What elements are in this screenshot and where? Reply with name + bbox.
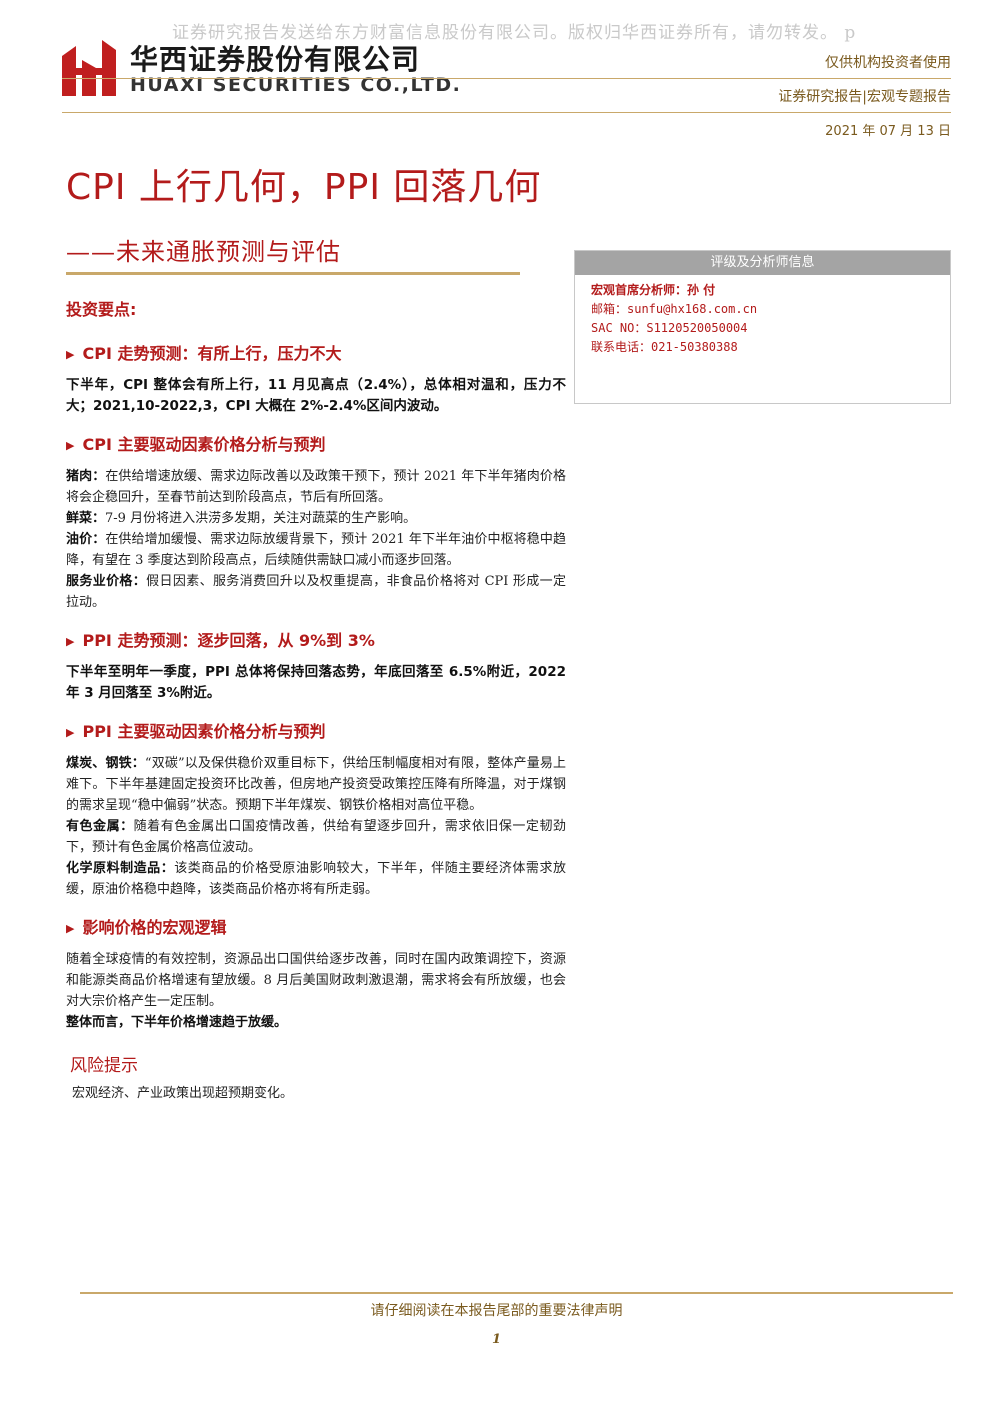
section-heading: ▶影响价格的宏观逻辑 [66,918,227,937]
analyst-phone: 联系电话：021-50380388 [591,340,738,354]
subtitle-underline [66,272,520,275]
header-divider [62,112,951,113]
section-body: 煤炭、钢铁：“双碳”以及保供稳价双重目标下，供给压制幅度相对有限，整体产量易上难… [66,753,566,900]
section-body: 猪肉：在供给增速放缓、需求边际改善以及政策干预下，预计 2021 年下半年猪肉价… [66,466,566,613]
footer-divider [80,1292,953,1294]
page-number: 1 [491,1332,502,1347]
risk-text: 宏观经济、产业政策出现超预期变化。 [72,1086,294,1101]
company-name-cn: 华西证券股份有限公司 [130,43,421,76]
list-item: 煤炭、钢铁：“双碳”以及保供稳价双重目标下，供给压制幅度相对有限，整体产量易上难… [66,756,566,813]
huaxi-logo-icon [62,40,116,96]
section-heading: ▶PPI 主要驱动因素价格分析与预判 [66,722,326,741]
section-summary: 下半年至明年一季度，PPI 总体将保持回落态势，年底回落至 6.5%附近，202… [66,664,566,701]
footer-disclaimer: 请仔细阅读在本报告尾部的重要法律声明 [370,1303,623,1319]
triangle-bullet-icon: ▶ [66,348,75,361]
list-item: 化学原料制造品：该类商品的价格受原油影响较大，下半年，伴随主要经济体需求放缓，原… [66,861,566,897]
triangle-bullet-icon: ▶ [66,635,75,648]
analyst-email[interactable]: 邮箱：sunfu@hx168.com.cn [591,302,758,316]
section-heading: ▶PPI 走势预测：逐步回落，从 9%到 3% [66,631,375,650]
list-item: 猪肉：在供给增速放缓、需求边际改善以及政策干预下，预计 2021 年下半年猪肉价… [66,469,566,505]
analyst-box-header: 评级及分析师信息 [575,251,950,275]
list-item: 服务业价格：假日因素、服务消费回升以及权重提高，非食品价格将对 CPI 形成一定… [66,574,566,610]
key-points-title: 投资要点: [66,300,137,319]
report-date: 2021 年 07 月 13 日 [825,124,951,139]
section-body: 随着全球疫情的有效控制，资源品出口国供给逐步改善，同时在国内政策调控下，资源和能… [66,952,566,1030]
triangle-bullet-icon: ▶ [66,922,75,935]
analyst-sac: SAC NO：S1120520050004 [591,321,748,335]
section-summary: 下半年，CPI 整体会有所上行，11 月见高点（2.4%），总体相对温和，压力不… [66,377,566,414]
list-item: 有色金属：随着有色金属出口国疫情改善，供给有望逐步回升，需求依旧保一定韧劲下，预… [66,819,566,855]
triangle-bullet-icon: ▶ [66,726,75,739]
report-title: CPI 上行几何，PPI 回落几何 [66,167,542,208]
header-divider [62,78,951,79]
section-heading: ▶CPI 主要驱动因素价格分析与预判 [66,435,326,454]
list-item: 油价：在供给增加缓慢、需求边际放缓背景下，预计 2021 年下半年油价中枢将稳中… [66,532,566,568]
risk-title: 风险提示 [70,1056,138,1076]
triangle-bullet-icon: ▶ [66,439,75,452]
analyst-info-box: 评级及分析师信息 宏观首席分析师：孙 付 邮箱：sunfu@hx168.com.… [574,250,951,404]
section-heading: ▶CPI 走势预测：有所上行，压力不大 [66,344,342,363]
company-name-en: HUAXI SECURITIES CO.,LTD. [130,74,462,96]
watermark: 证券研究报告发送给东方财富信息股份有限公司。版权归华西证券所有，请勿转发。 p [172,23,857,43]
report-type: 证券研究报告|宏观专题报告 [778,89,951,105]
section-conclusion: 整体而言，下半年价格增速趋于放缓。 [66,1015,288,1030]
audience-note: 仅供机构投资者使用 [825,55,951,71]
list-item: 鲜菜：7-9 月份将进入洪涝多发期，关注对蔬菜的生产影响。 [66,511,417,526]
report-subtitle: ——未来通胀预测与评估 [66,238,341,266]
analyst-name: 宏观首席分析师：孙 付 [591,283,716,297]
key-points: 投资要点: ▶CPI 走势预测：有所上行，压力不大 下半年，CPI 整体会有所上… [66,296,566,1101]
